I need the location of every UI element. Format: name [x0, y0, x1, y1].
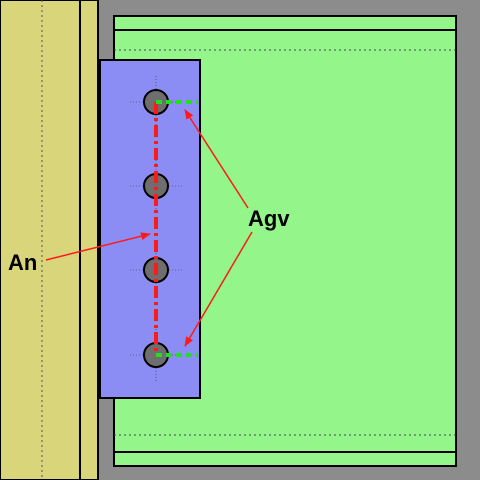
arrow-agv-top — [184, 109, 249, 209]
label-agv: Agv — [248, 206, 290, 231]
arrow-an — [45, 232, 151, 261]
arrow-agv-bottom — [184, 231, 253, 347]
label-an: An — [8, 250, 37, 275]
column-web — [0, 0, 99, 480]
shear-plate — [99, 59, 201, 399]
column — [0, 0, 99, 480]
